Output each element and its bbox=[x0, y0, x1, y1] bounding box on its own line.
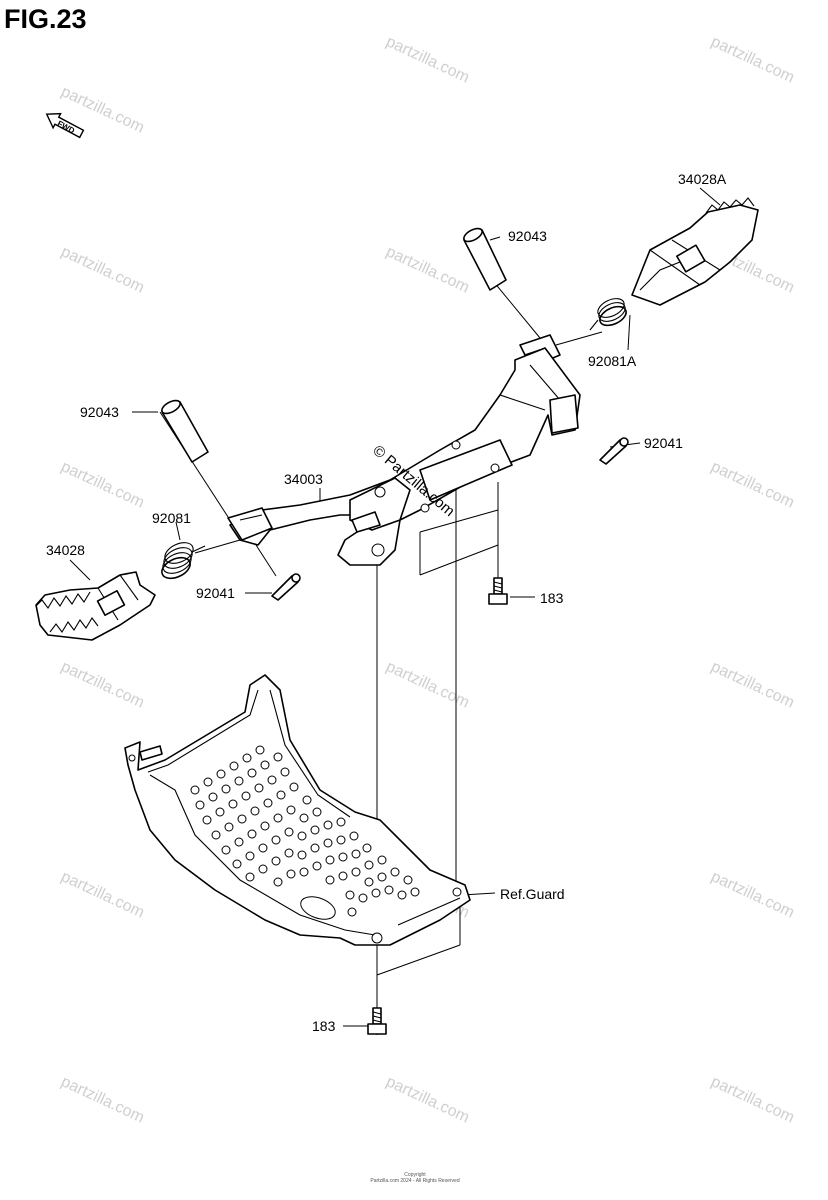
watermark: partzilla.com bbox=[708, 33, 797, 86]
watermark: partzilla.com bbox=[383, 1073, 472, 1126]
watermark: partzilla.com bbox=[58, 1073, 147, 1126]
part-label-92043-left: 92043 bbox=[80, 404, 119, 420]
skid-plate-guard bbox=[124, 674, 471, 946]
part-label-92041-right: 92041 bbox=[644, 435, 683, 451]
part-label-92081: 92081 bbox=[152, 510, 191, 526]
part-label-ref-guard: Ref.Guard bbox=[500, 886, 565, 902]
spring-right bbox=[589, 298, 627, 331]
watermark-layer: partzilla.com partzilla.com partzilla.co… bbox=[58, 33, 797, 1126]
forward-arrow-icon: FWD bbox=[45, 112, 85, 139]
part-label-92043-top: 92043 bbox=[508, 228, 547, 244]
part-label-183-top: 183 bbox=[540, 590, 564, 606]
part-label-92041-left: 92041 bbox=[196, 585, 235, 601]
watermark: partzilla.com bbox=[708, 1073, 797, 1126]
watermark: partzilla.com bbox=[708, 458, 797, 511]
footer-copyright: Copyright Partzilla.com 2024 - All Right… bbox=[340, 1172, 490, 1184]
bolt-top bbox=[488, 577, 508, 605]
footer-line-1: Copyright bbox=[404, 1172, 426, 1178]
part-label-34028: 34028 bbox=[46, 542, 85, 558]
footer-line-2: Partzilla.com 2024 - All Rights Reserved bbox=[370, 1178, 460, 1184]
part-label-183-bottom: 183 bbox=[312, 1018, 336, 1034]
cotter-pin-right bbox=[599, 437, 629, 465]
spring-left bbox=[161, 542, 206, 580]
footpeg-right bbox=[631, 197, 759, 306]
cotter-pin-left bbox=[271, 573, 301, 601]
bolt-bottom bbox=[367, 1007, 387, 1035]
part-label-34003: 34003 bbox=[284, 471, 323, 487]
footpeg-left bbox=[35, 571, 156, 641]
watermark: partzilla.com bbox=[58, 658, 147, 711]
watermark: partzilla.com bbox=[58, 458, 147, 511]
page-title: FIG.23 bbox=[4, 4, 87, 34]
part-labels: 34028A 92043 92081A 92041 92043 34003 92… bbox=[46, 171, 727, 1034]
pivot-pin-top bbox=[463, 227, 507, 291]
watermark: partzilla.com bbox=[383, 658, 472, 711]
watermark: partzilla.com bbox=[58, 243, 147, 296]
watermark: partzilla.com bbox=[708, 658, 797, 711]
leader-lines bbox=[69, 187, 721, 1035]
watermark: partzilla.com bbox=[383, 243, 472, 296]
part-label-92081A: 92081A bbox=[588, 353, 637, 369]
watermark: partzilla.com bbox=[708, 868, 797, 921]
perforation-holes bbox=[190, 745, 420, 917]
watermark: partzilla.com bbox=[58, 868, 147, 921]
part-label-34028A: 34028A bbox=[678, 171, 727, 187]
footpeg-bracket bbox=[227, 334, 581, 566]
watermark: partzilla.com bbox=[383, 33, 472, 86]
pivot-pin-left bbox=[161, 399, 209, 463]
